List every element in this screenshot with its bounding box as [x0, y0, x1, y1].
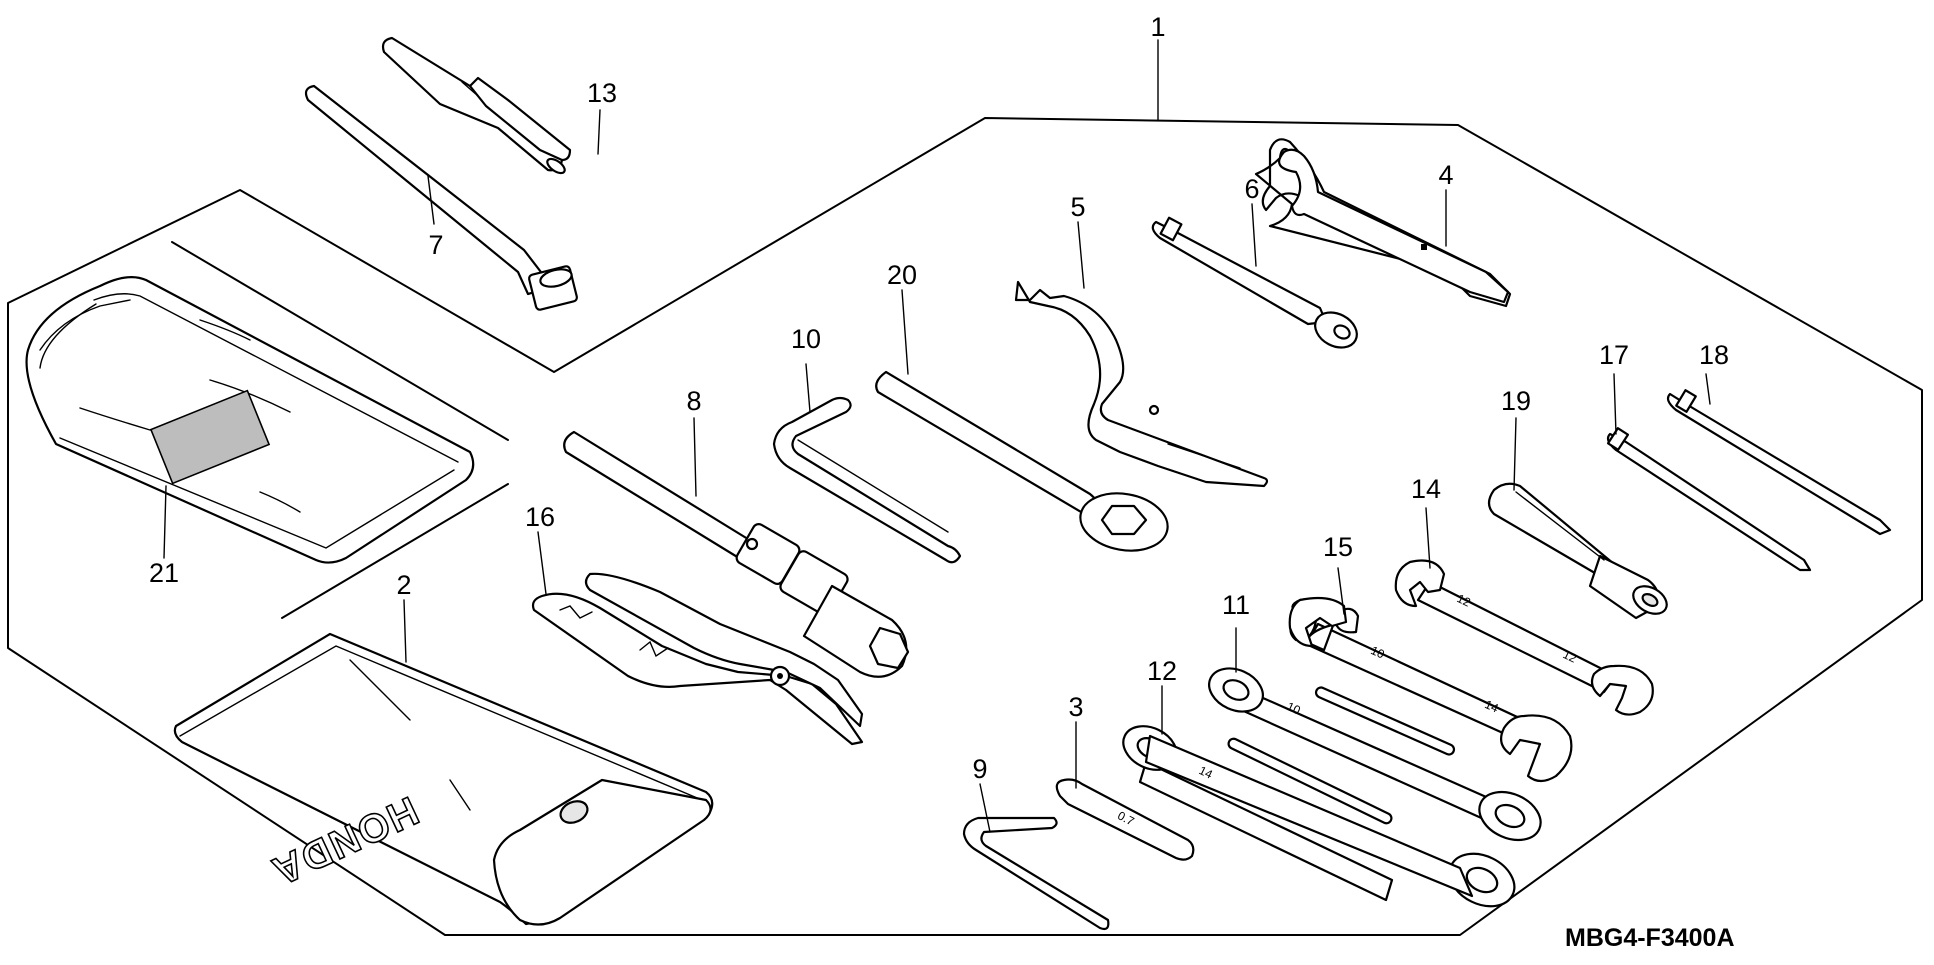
callout-7: 7: [428, 230, 443, 260]
wrench-15-end-stamp: 14: [1483, 697, 1501, 715]
part-21-tool-bag: [25, 241, 509, 619]
callout-16: 16: [525, 502, 555, 532]
wrench-12-stamp: 14: [1197, 763, 1215, 782]
wrench-11-stamp: 10: [1285, 699, 1303, 717]
part-2-honda-pouch: HONDA: [173, 632, 714, 926]
part-6-pin-bolt: [1151, 216, 1358, 349]
part-9-small-hex-key: [962, 816, 1110, 931]
part-19-screwdriver-handle: [1487, 482, 1668, 620]
part-15-combination-wrench: 10 14: [1288, 596, 1573, 783]
part-13-handle-bar: [381, 36, 572, 175]
tool-kit-group-outline: [7, 117, 1923, 936]
part-10-hex-key: [772, 396, 962, 564]
wrench-15-stamp: 10: [1369, 643, 1387, 661]
wrench-14-end-stamp: 12: [1561, 647, 1579, 666]
callout-10: 10: [791, 324, 821, 354]
part-11-ring-wrench: 10: [1208, 667, 1542, 842]
part-12-ring-wrench: 14: [1122, 725, 1516, 908]
callout-12: 12: [1147, 656, 1177, 686]
callout-4: 4: [1438, 160, 1453, 190]
leader-lines: [163, 39, 1711, 833]
part-3-feeler-gauge: 0.7: [1055, 778, 1195, 861]
part-4-hook-spanner: [1254, 138, 1512, 308]
callout-8: 8: [686, 386, 701, 416]
callout-labels: 1 2 3 4 5 6 7 8 9 10 11 12 13 14 15 16 1…: [149, 12, 1729, 784]
callout-20: 20: [887, 260, 917, 290]
callout-15: 15: [1323, 532, 1353, 562]
callout-3: 3: [1068, 692, 1083, 722]
callout-11: 11: [1222, 590, 1250, 620]
callout-18: 18: [1699, 340, 1729, 370]
callout-14: 14: [1411, 474, 1441, 504]
callout-21: 21: [149, 558, 179, 588]
callout-9: 9: [972, 754, 987, 784]
callout-13: 13: [587, 78, 617, 108]
part-20-hex-spanner: [875, 370, 1169, 552]
callout-17: 17: [1599, 340, 1629, 370]
part-8-spark-plug-socket: [563, 430, 910, 678]
callout-2: 2: [396, 570, 411, 600]
wrench-14-stamp: 12: [1455, 591, 1473, 610]
part-17-screwdriver-bit: [1606, 427, 1812, 572]
callout-5: 5: [1070, 192, 1085, 222]
part-14-combination-wrench: 12 12: [1394, 559, 1654, 716]
velcro-patch: [149, 389, 271, 485]
callout-19: 19: [1501, 386, 1531, 416]
callout-6: 6: [1244, 174, 1259, 204]
callout-1: 1: [1150, 12, 1165, 42]
part-5-hook-spanner: [1014, 280, 1269, 488]
part-16-pliers: [531, 572, 864, 746]
part-18-screwdriver-bit: [1666, 389, 1892, 536]
part-7-box-wrench: [304, 84, 578, 311]
diagram-code: MBG4-F3400A: [1565, 924, 1735, 952]
